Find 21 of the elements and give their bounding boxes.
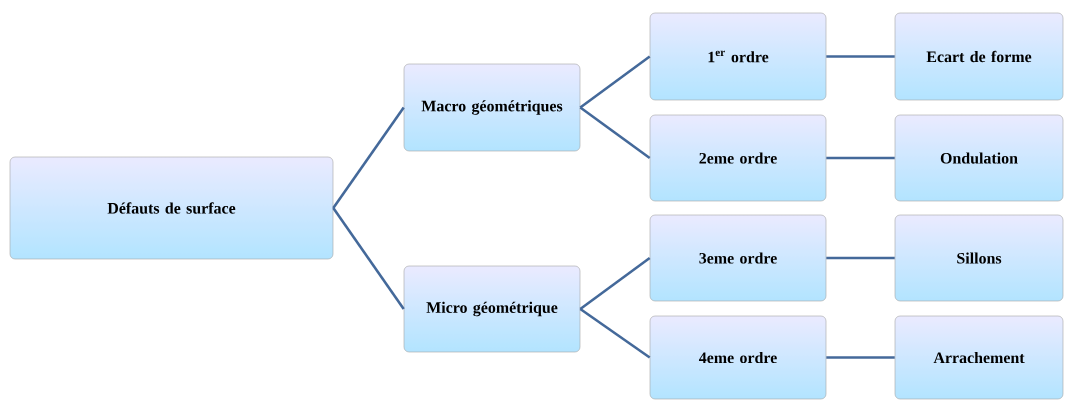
process-box: Macro géométriques bbox=[403, 63, 581, 152]
connector-line bbox=[332, 207, 405, 310]
process-box: 2eme ordre bbox=[649, 114, 827, 202]
connector-line bbox=[332, 106, 405, 209]
connector-line bbox=[826, 256, 895, 260]
process-box: Ecart de forme bbox=[894, 12, 1064, 101]
connector-line bbox=[826, 356, 895, 359]
connector-line bbox=[579, 256, 651, 311]
connector-line bbox=[826, 55, 895, 58]
connector-line bbox=[826, 156, 895, 160]
process-box: Défauts de surface bbox=[9, 156, 334, 260]
process-box: Ondulation bbox=[894, 114, 1064, 202]
connector-line bbox=[579, 106, 651, 160]
process-box: 4eme ordre bbox=[649, 315, 827, 400]
connector-line bbox=[579, 55, 651, 109]
process-box: Sillons bbox=[894, 214, 1064, 302]
process-box: 3eme ordre bbox=[649, 214, 827, 302]
process-box: Arrachement bbox=[894, 315, 1064, 400]
connector-line bbox=[579, 307, 651, 359]
process-box: Micro géométrique bbox=[403, 265, 581, 353]
process-box: 1$^{er}$ ordre bbox=[649, 12, 827, 101]
